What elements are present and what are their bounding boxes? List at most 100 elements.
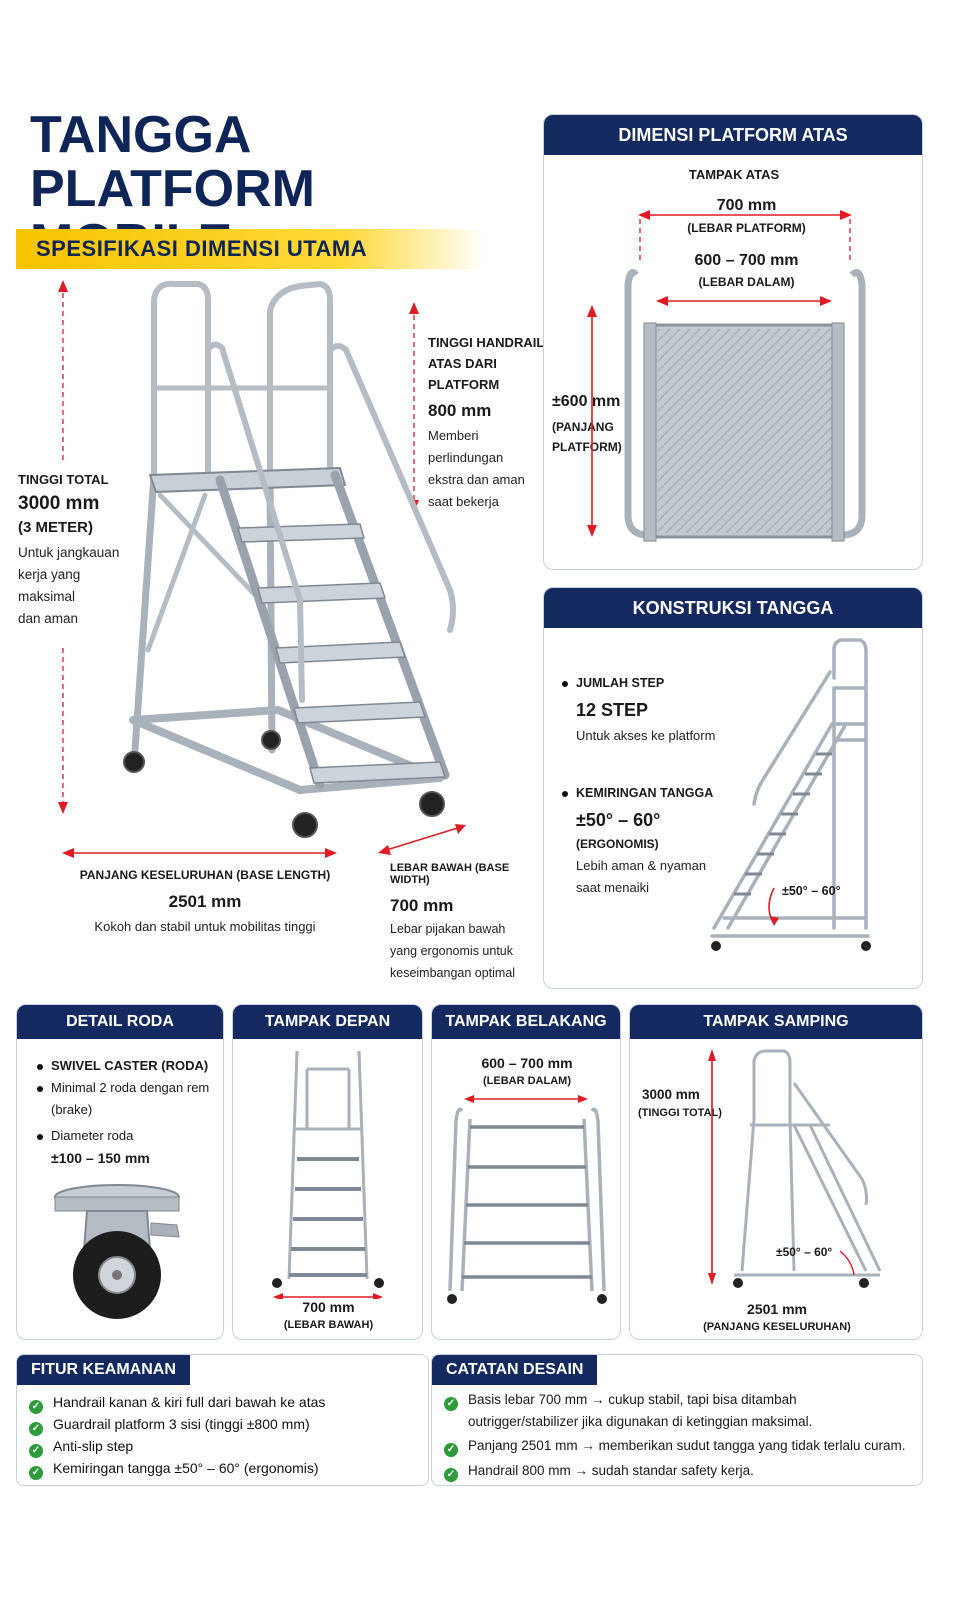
page-subtitle: SPESIFIKASI DIMENSI UTAMA bbox=[36, 236, 368, 261]
main-ladder-illustration bbox=[58, 280, 466, 858]
front-label: (LEBAR BAWAH) bbox=[283, 1319, 374, 1331]
wheel-item: Diameter roda bbox=[51, 1128, 134, 1143]
safety-item: ✓Guardrail platform 3 sisi (tinggi ±800 … bbox=[29, 1413, 325, 1436]
slope-value: ±50° – 60° bbox=[576, 810, 661, 830]
platform-width-value: 700 mm bbox=[716, 197, 777, 214]
check-icon: ✓ bbox=[29, 1466, 43, 1480]
steps-label: JUMLAH STEP bbox=[576, 676, 665, 690]
back-view-card: TAMPAK BELAKANG 600 – 700 mm (LEBAR DALA… bbox=[431, 1004, 621, 1340]
wheel-list: SWIVEL CASTER (RODA) Minimal 2 roda deng… bbox=[37, 1055, 223, 1169]
back-view-drawing bbox=[447, 1095, 607, 1304]
check-icon: ✓ bbox=[29, 1422, 43, 1436]
platform-width-label: (LEBAR PLATFORM) bbox=[687, 221, 806, 235]
side-view-drawing bbox=[708, 1049, 882, 1288]
safety-header: FITUR KEAMANAN bbox=[17, 1355, 190, 1385]
base-width-block: LEBAR BAWAH (BASE WIDTH) 700 mm Lebar pi… bbox=[390, 862, 540, 984]
side-view-card: TAMPAK SAMPING 3000 mm (TINGGI TOTAL) ±5… bbox=[629, 1004, 923, 1340]
side-angle-annotation: ±50° – 60° bbox=[776, 1245, 833, 1259]
bullet-icon bbox=[562, 680, 568, 687]
handrail-label: TINGGI HANDRAIL ATAS DARI PLATFORM bbox=[428, 335, 545, 392]
slope-block: KEMIRINGAN TANGGA ±50° – 60° (ERGONOMIS)… bbox=[562, 786, 752, 899]
safety-list: ✓Handrail kanan & kiri full dari bawah k… bbox=[29, 1391, 325, 1480]
check-icon: ✓ bbox=[444, 1468, 458, 1482]
title-line-1: TANGGA bbox=[30, 106, 252, 164]
slope-label: KEMIRINGAN TANGGA bbox=[576, 786, 714, 800]
design-note-item: ✓Handrail 800 mm → sudah standar safety … bbox=[444, 1460, 905, 1482]
side-length-label: (PANJANG KESELURUHAN) bbox=[703, 1321, 851, 1333]
platform-length-label: (PANJANG PLATFORM) bbox=[552, 420, 622, 454]
wheel-card-header: DETAIL RODA bbox=[17, 1005, 223, 1039]
design-notes-header: CATATAN DESAIN bbox=[432, 1355, 598, 1385]
back-value: 600 – 700 mm bbox=[481, 1055, 573, 1071]
side-height-value: 3000 mm bbox=[642, 1087, 700, 1102]
check-icon: ✓ bbox=[444, 1397, 458, 1411]
safety-features-card: FITUR KEAMANAN ✓Handrail kanan & kiri fu… bbox=[16, 1354, 429, 1486]
construction-side-drawing bbox=[710, 638, 871, 951]
base-width-note: Lebar pijakan bawah yang ergonomis untuk… bbox=[390, 922, 516, 980]
steps-value: 12 STEP bbox=[576, 700, 649, 720]
total-height-note: Untuk jangkauan kerja yang maksimal dan … bbox=[18, 545, 120, 626]
front-view-drawing bbox=[272, 1050, 384, 1299]
wheel-card: DETAIL RODA SWIVEL CASTER (RODA) Minimal… bbox=[16, 1004, 224, 1340]
subtitle-band bbox=[16, 229, 486, 269]
design-note-item: outrigger/stabilizer jika digunakan di k… bbox=[468, 1414, 813, 1429]
total-height-value: 3000 mm bbox=[18, 493, 100, 514]
design-note-item: ✓Panjang 2501 mm → memberikan sudut tang… bbox=[444, 1435, 905, 1457]
back-card-header: TAMPAK BELAKANG bbox=[432, 1005, 620, 1039]
total-height-block: TINGGI TOTAL 3000 mm (3 METER) Untuk jan… bbox=[18, 472, 148, 630]
platform-inner-value: 600 – 700 mm bbox=[694, 252, 799, 269]
base-width-value: 700 mm bbox=[390, 896, 454, 915]
bullet-icon bbox=[37, 1085, 43, 1092]
platform-inner-label: (LEBAR DALAM) bbox=[698, 275, 795, 289]
wheel-item: SWIVEL CASTER (RODA) bbox=[51, 1058, 209, 1073]
platform-view-label: TAMPAK ATAS bbox=[688, 167, 780, 182]
design-note-item: ✓Basis lebar 700 mm → cukup stabil, tapi… bbox=[444, 1389, 905, 1411]
height-arrow-bottom bbox=[58, 802, 68, 814]
check-icon: ✓ bbox=[444, 1443, 458, 1457]
side-height-label: (TINGGI TOTAL) bbox=[638, 1107, 722, 1119]
side-length-value: 2501 mm bbox=[747, 1301, 807, 1317]
wheel-item: ±100 – 150 mm bbox=[51, 1150, 150, 1166]
slope-note: Lebih aman & nyaman saat menaiki bbox=[576, 858, 707, 895]
front-view-card: TAMPAK DEPAN 700 mm (LEBAR BAWAH) bbox=[232, 1004, 423, 1340]
handrail-value: 800 mm bbox=[428, 401, 492, 420]
safety-item: ✓Kemiringan tangga ±50° – 60° (ergonomis… bbox=[29, 1457, 325, 1480]
check-icon: ✓ bbox=[29, 1444, 43, 1458]
design-notes-list: ✓Basis lebar 700 mm → cukup stabil, tapi… bbox=[444, 1389, 905, 1482]
bullet-icon bbox=[37, 1063, 43, 1070]
caster-wheel-icon bbox=[54, 1184, 180, 1319]
platform-card-header: DIMENSI PLATFORM ATAS bbox=[544, 115, 922, 155]
construction-angle-annotation: ±50° – 60° bbox=[782, 884, 841, 898]
construction-card: KONSTRUKSI TANGGA JUMLAH STEP 12 STEP Un… bbox=[543, 587, 923, 989]
wheel-item: Minimal 2 roda dengan rem bbox=[51, 1080, 210, 1095]
handrail-block: TINGGI HANDRAIL ATAS DARI PLATFORM 800 m… bbox=[428, 332, 548, 513]
safety-item: ✓Anti-slip step bbox=[29, 1435, 325, 1458]
front-value: 700 mm bbox=[302, 1299, 355, 1315]
wheel-item: (brake) bbox=[51, 1102, 93, 1117]
bullet-icon bbox=[37, 1133, 43, 1140]
handrail-note: Memberi perlindungan ekstra dan aman saa… bbox=[428, 428, 525, 509]
height-arrow-top bbox=[58, 280, 68, 292]
base-length-value: 2501 mm bbox=[168, 892, 242, 911]
back-label: (LEBAR DALAM) bbox=[483, 1075, 571, 1087]
side-card-header: TAMPAK SAMPING bbox=[630, 1005, 922, 1039]
steps-block: JUMLAH STEP 12 STEP Untuk akses ke platf… bbox=[562, 676, 742, 747]
steps-note: Untuk akses ke platform bbox=[576, 728, 716, 743]
platform-dimension-card: DIMENSI PLATFORM ATAS TAMPAK ATAS 700 mm… bbox=[543, 114, 923, 570]
construction-card-header: KONSTRUKSI TANGGA bbox=[544, 588, 922, 628]
safety-item: ✓Handrail kanan & kiri full dari bawah k… bbox=[29, 1391, 325, 1414]
front-card-header: TAMPAK DEPAN bbox=[233, 1005, 422, 1039]
base-length-block: PANJANG KESELURUHAN (BASE LENGTH) 2501 m… bbox=[60, 868, 350, 938]
platform-top-view-drawing bbox=[587, 210, 866, 542]
total-height-sub: (3 METER) bbox=[18, 519, 93, 536]
base-width-label: LEBAR BAWAH (BASE WIDTH) bbox=[390, 862, 510, 886]
base-length-label: PANJANG KESELURUHAN (BASE LENGTH) bbox=[79, 868, 331, 882]
total-height-label: TINGGI TOTAL bbox=[18, 472, 109, 487]
design-notes-card: CATATAN DESAIN ✓Basis lebar 700 mm → cuk… bbox=[431, 1354, 923, 1486]
base-length-note: Kokoh dan stabil untuk mobilitas tinggi bbox=[94, 919, 316, 934]
slope-sub: (ERGONOMIS) bbox=[576, 837, 659, 851]
check-icon: ✓ bbox=[29, 1400, 43, 1414]
platform-length-value: ±600 mm bbox=[552, 393, 621, 410]
base-width-dim-line bbox=[379, 825, 465, 853]
bullet-icon bbox=[562, 790, 568, 797]
